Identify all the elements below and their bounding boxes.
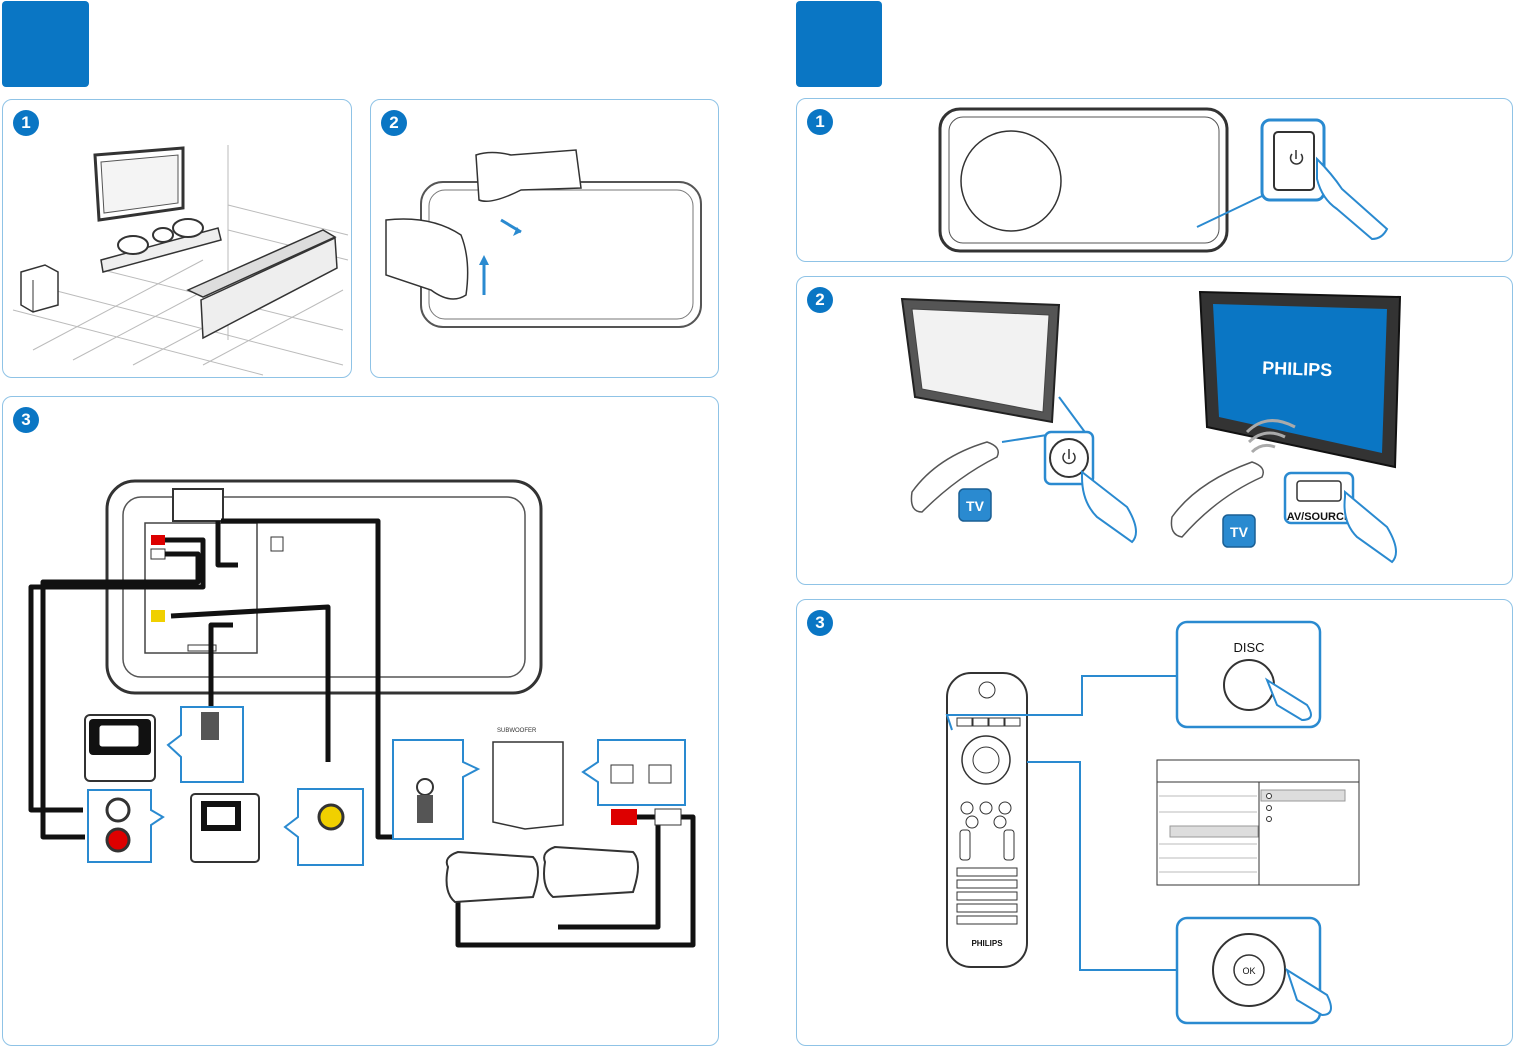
tv-brand-text: PHILIPS (1262, 358, 1333, 380)
power-callout-icon (392, 739, 481, 840)
ok-label: OK (1242, 966, 1255, 976)
step-number: 1 (807, 109, 833, 135)
remote-right-icon (1170, 461, 1264, 538)
room-placement-illustration (12, 145, 349, 376)
tv-on-icon: PHILIPS (1198, 290, 1402, 469)
tv-source-illustration: TV PHILIPS TV AV/SOURCE (900, 290, 1402, 564)
tv-off-icon (900, 297, 1061, 424)
hand-icon (1316, 156, 1389, 241)
tv-stand-icon (100, 218, 222, 273)
power-on-illustration (938, 107, 1389, 253)
power-button-callout-icon (1260, 118, 1326, 202)
tv-icon (93, 146, 185, 222)
subwoofer-icon (492, 741, 564, 830)
tv-badge-right-icon: TV (1222, 514, 1256, 548)
disc-navigation-illustration: PHILIPS DISC OK (945, 620, 1360, 1025)
panel-right-3-disc-navigation: 3 PHILIPS DISC (796, 599, 1513, 1046)
disc-label: DISC (1233, 640, 1264, 655)
tv-badge-label: TV (966, 498, 985, 514)
ok-button-callout-icon: OK (1175, 916, 1322, 1025)
panel-left-2-mounting: 2 (370, 99, 719, 378)
step-number: 3 (13, 407, 39, 433)
ir-signal-icon (1245, 419, 1296, 454)
tv-box-icon-2 (190, 793, 260, 863)
audio-callout-icon (87, 789, 165, 863)
subwoofer-label: SUBWOOFER (497, 728, 537, 734)
front-speaker-left-icon (445, 850, 539, 904)
panel-right-2-tv-source: 2 TV PHILIPS (796, 276, 1513, 585)
step-number: 3 (807, 610, 833, 636)
hand-icon (1081, 469, 1137, 544)
connection-diagram: SUBWOOFER (28, 479, 696, 948)
panel-left-3-connections: 3 (2, 396, 719, 1046)
svg-text:TV: TV (1230, 524, 1249, 540)
disc-button-callout-icon: DISC (1175, 620, 1322, 729)
tv-box-icon (84, 714, 156, 782)
section-marker-left (2, 1, 89, 87)
video-callout-icon (283, 788, 364, 866)
hand-icon (1343, 489, 1397, 564)
mounting-illustration (385, 149, 702, 328)
hand-icon (1264, 677, 1312, 722)
remote-left-icon (910, 441, 999, 513)
main-unit-front-icon (938, 107, 1229, 253)
hand-icon (385, 149, 582, 300)
step-number: 2 (381, 110, 407, 136)
hdmi-callout-icon (166, 706, 244, 783)
front-speaker-right-icon (543, 845, 639, 899)
soundbar-icon (186, 229, 338, 340)
panel-left-1-room-placement: 1 (2, 99, 352, 378)
section-marker-right (796, 1, 882, 87)
av-source-label: AV/SOURCE (1287, 511, 1352, 523)
step-number: 2 (807, 287, 833, 313)
remote-control-icon: PHILIPS (946, 672, 1028, 968)
panel-right-1-power-on: 1 (796, 98, 1513, 262)
hand-icon (1285, 967, 1332, 1017)
speaker-terminals-callout-icon (581, 739, 686, 826)
step-number: 1 (13, 110, 39, 136)
subwoofer-icon (20, 264, 59, 313)
tv-badge-left-icon: TV (958, 488, 992, 522)
source-button-callout-icon: AV/SOURCE (1283, 471, 1355, 525)
remote-brand-text: PHILIPS (971, 939, 1003, 948)
menu-screen-icon (1156, 759, 1360, 886)
